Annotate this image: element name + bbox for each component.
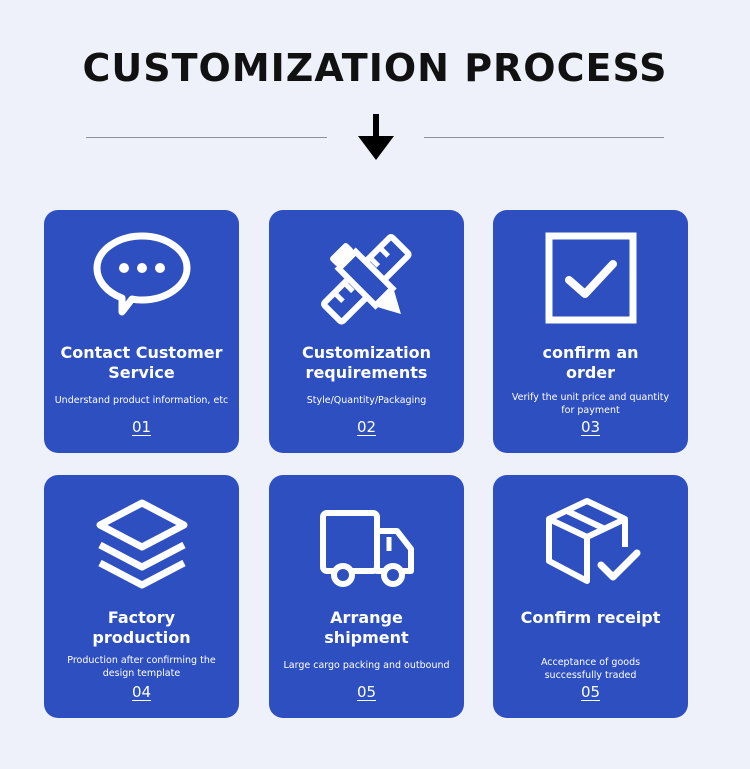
step-number: 04 — [131, 683, 152, 701]
divider-right — [424, 137, 664, 138]
step-number: 02 — [356, 418, 377, 436]
divider-left — [86, 137, 327, 138]
step-title: confirm an order — [542, 343, 639, 382]
step-card-contact-service: Contact Customer Service Understand prod… — [44, 210, 239, 453]
layers-icon — [96, 499, 187, 589]
step-title: Factory production — [92, 608, 191, 647]
chat-bubble-icon — [93, 232, 190, 316]
step-title: Confirm receipt — [520, 608, 661, 627]
step-card-confirm-order: confirm an order Verify the unit price a… — [493, 210, 688, 453]
truck-icon — [319, 510, 414, 587]
box-check-icon — [545, 498, 640, 584]
step-description: Acceptance of goods successfully traded — [540, 657, 641, 681]
step-number: 03 — [580, 418, 601, 436]
arrow-down-icon — [358, 114, 394, 160]
page-title: CUSTOMIZATION PROCESS — [82, 46, 668, 90]
step-description: Verify the unit price and quantity for p… — [511, 392, 670, 416]
step-description: Style/Quantity/Packaging — [306, 395, 427, 406]
checkbox-icon — [545, 232, 636, 324]
step-description: Understand product information, etc — [54, 395, 229, 406]
step-number: 01 — [131, 418, 152, 436]
step-title: Customization requirements — [301, 343, 432, 382]
step-card-customization: Customization requirements Style/Quantit… — [269, 210, 464, 453]
step-description: Production after confirming the design t… — [67, 655, 216, 679]
step-card-confirm-receipt: Confirm receipt Acceptance of goods succ… — [493, 475, 688, 718]
step-title: Arrange shipment — [324, 608, 409, 647]
step-number: 05 — [580, 683, 601, 701]
step-card-arrange-shipment: Arrange shipment Large cargo packing and… — [269, 475, 464, 718]
step-title: Contact Customer Service — [60, 343, 223, 382]
step-number: 05 — [356, 683, 377, 701]
pencil-ruler-icon — [320, 233, 412, 325]
step-card-factory-production: Factory production Production after conf… — [44, 475, 239, 718]
step-description: Large cargo packing and outbound — [283, 660, 450, 671]
